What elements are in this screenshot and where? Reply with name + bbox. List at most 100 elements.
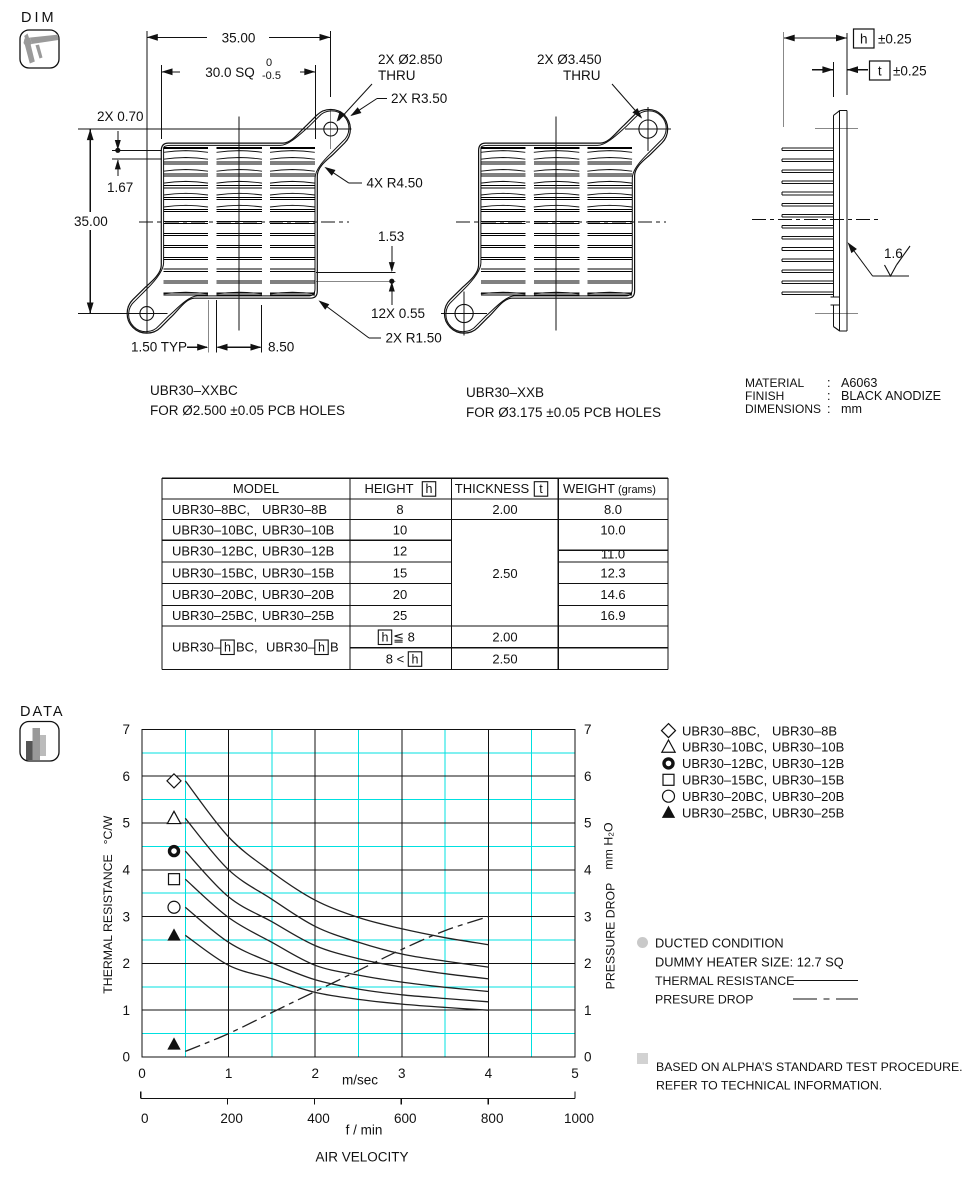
svg-text:≦ 8: ≦ 8 (393, 630, 415, 645)
svg-text:8.0: 8.0 (604, 502, 622, 517)
svg-text:0: 0 (266, 57, 272, 69)
svg-text:1.50 TYP: 1.50 TYP (131, 340, 187, 355)
svg-text:°C/W: °C/W (101, 815, 115, 844)
svg-text:UBR30–XXB: UBR30–XXB (466, 385, 544, 400)
svg-text:35.00: 35.00 (74, 214, 108, 229)
svg-text:UBR30–20B: UBR30–20B (772, 789, 844, 804)
svg-text:THRU: THRU (563, 68, 601, 83)
svg-text::: : (827, 376, 831, 390)
svg-text:THERMAL RESISTANCE: THERMAL RESISTANCE (101, 854, 115, 993)
svg-text:25: 25 (393, 608, 407, 623)
svg-text:BASED ON ALPHA’S STANDARD TEST: BASED ON ALPHA’S STANDARD TEST PROCEDURE… (656, 1060, 963, 1074)
svg-text:200: 200 (220, 1111, 243, 1126)
svg-text:UBR30–25BC,: UBR30–25BC, (172, 608, 257, 623)
svg-text:DUMMY HEATER SIZE: 12.7 SQ: DUMMY HEATER SIZE: 12.7 SQ (655, 955, 844, 970)
svg-text:12: 12 (393, 544, 407, 559)
svg-text:BC,: BC, (236, 640, 258, 655)
svg-text:16.9: 16.9 (600, 608, 625, 623)
svg-text:0: 0 (138, 1066, 146, 1081)
svg-text:UBR30–12BC,: UBR30–12BC, (172, 544, 257, 559)
svg-text:UBR30–15BC,: UBR30–15BC, (172, 565, 257, 580)
svg-text:20: 20 (393, 587, 407, 602)
svg-text:h: h (412, 652, 419, 666)
svg-text:2: 2 (584, 956, 592, 971)
svg-text:WEIGHT: WEIGHT (563, 481, 615, 496)
svg-text:UBR30–25BC,: UBR30–25BC, (682, 805, 767, 820)
svg-text:7: 7 (122, 722, 130, 737)
svg-text:f / min: f / min (346, 1123, 383, 1138)
svg-text:UBR30–XXBC: UBR30–XXBC (150, 383, 238, 398)
svg-text:35.00: 35.00 (222, 30, 256, 45)
svg-text:FOR Ø2.500 ±0.05 PCB HOLES: FOR Ø2.500 ±0.05 PCB HOLES (150, 403, 345, 418)
svg-text:2.50: 2.50 (492, 651, 517, 666)
svg-text:THICKNESS: THICKNESS (455, 481, 530, 496)
svg-text:UBR30–15B: UBR30–15B (772, 773, 844, 788)
svg-text::: : (827, 389, 831, 403)
svg-text:DIM: DIM (21, 10, 57, 26)
svg-text:3: 3 (584, 909, 592, 924)
svg-text:THRU: THRU (378, 68, 416, 83)
svg-text:UBR30–: UBR30– (266, 640, 316, 655)
svg-text:10.0: 10.0 (600, 523, 625, 538)
svg-text:UBR30–20BC,: UBR30–20BC, (682, 789, 767, 804)
svg-text:4: 4 (485, 1066, 493, 1081)
svg-text:5: 5 (122, 816, 130, 831)
svg-text:UBR30–8B: UBR30–8B (772, 723, 837, 738)
svg-text:PRESURE DROP: PRESURE DROP (655, 993, 753, 1007)
svg-text:t: t (878, 64, 882, 79)
svg-text:1.53: 1.53 (378, 229, 404, 244)
svg-text:±0.25: ±0.25 (878, 32, 912, 47)
svg-text:UBR30–20B: UBR30–20B (262, 587, 334, 602)
svg-text:(grams): (grams) (618, 484, 656, 496)
svg-text:m/sec: m/sec (342, 1073, 378, 1088)
svg-text:7: 7 (584, 722, 592, 737)
svg-text:1.6: 1.6 (884, 246, 903, 261)
svg-text:4X R4.50: 4X R4.50 (367, 176, 423, 191)
svg-text:2X 0.70: 2X 0.70 (97, 109, 144, 124)
svg-text:15: 15 (393, 565, 407, 580)
svg-text:mm H₂O: mm H₂O (602, 822, 616, 869)
svg-text:UBR30–25B: UBR30–25B (262, 608, 334, 623)
svg-text:2.00: 2.00 (492, 502, 517, 517)
svg-text:UBR30–12B: UBR30–12B (262, 544, 334, 559)
svg-text:THERMAL RESISTANCE: THERMAL RESISTANCE (655, 974, 794, 988)
svg-text:FINISH: FINISH (745, 389, 784, 403)
svg-text:AIR VELOCITY: AIR VELOCITY (315, 1150, 408, 1165)
svg-text:UBR30–8B: UBR30–8B (262, 502, 327, 517)
svg-text:UBR30–20BC,: UBR30–20BC, (172, 587, 257, 602)
svg-text:1: 1 (584, 1003, 592, 1018)
svg-text:UBR30–10B: UBR30–10B (262, 523, 334, 538)
svg-text:0: 0 (122, 1050, 130, 1065)
svg-text:2X Ø2.850: 2X Ø2.850 (378, 52, 443, 67)
svg-text:h: h (860, 32, 868, 47)
svg-text:1000: 1000 (564, 1111, 594, 1126)
svg-text:MODEL: MODEL (233, 481, 279, 496)
svg-text:4: 4 (122, 863, 130, 878)
svg-text:UBR30–: UBR30– (172, 640, 222, 655)
svg-text:2X R3.50: 2X R3.50 (391, 91, 447, 106)
svg-text:12.3: 12.3 (600, 565, 625, 580)
svg-text:1: 1 (122, 1003, 130, 1018)
svg-text:800: 800 (481, 1111, 504, 1126)
svg-text:0: 0 (141, 1111, 149, 1126)
svg-text:UBR30–10BC,: UBR30–10BC, (172, 523, 257, 538)
svg-text:HEIGHT: HEIGHT (364, 481, 413, 496)
svg-text:h: h (426, 482, 433, 496)
svg-text:30.0 SQ: 30.0 SQ (205, 65, 255, 80)
svg-text:2X Ø3.450: 2X Ø3.450 (537, 52, 602, 67)
svg-text:B: B (330, 640, 339, 655)
svg-text:UBR30–8BC,: UBR30–8BC, (682, 723, 760, 738)
svg-text:600: 600 (394, 1111, 417, 1126)
svg-text:2: 2 (311, 1066, 319, 1081)
svg-text:±0.25: ±0.25 (893, 64, 927, 79)
svg-text:8: 8 (396, 502, 403, 517)
svg-text:h: h (318, 641, 325, 655)
svg-text:UBR30–12BC,: UBR30–12BC, (682, 756, 767, 771)
svg-text::: : (827, 402, 831, 416)
svg-text:UBR30–10B: UBR30–10B (772, 740, 844, 755)
svg-text:400: 400 (307, 1111, 330, 1126)
svg-text:A6063: A6063 (841, 376, 877, 390)
svg-text:1.67: 1.67 (107, 180, 133, 195)
svg-text:3: 3 (122, 909, 130, 924)
svg-text:mm: mm (841, 402, 862, 416)
